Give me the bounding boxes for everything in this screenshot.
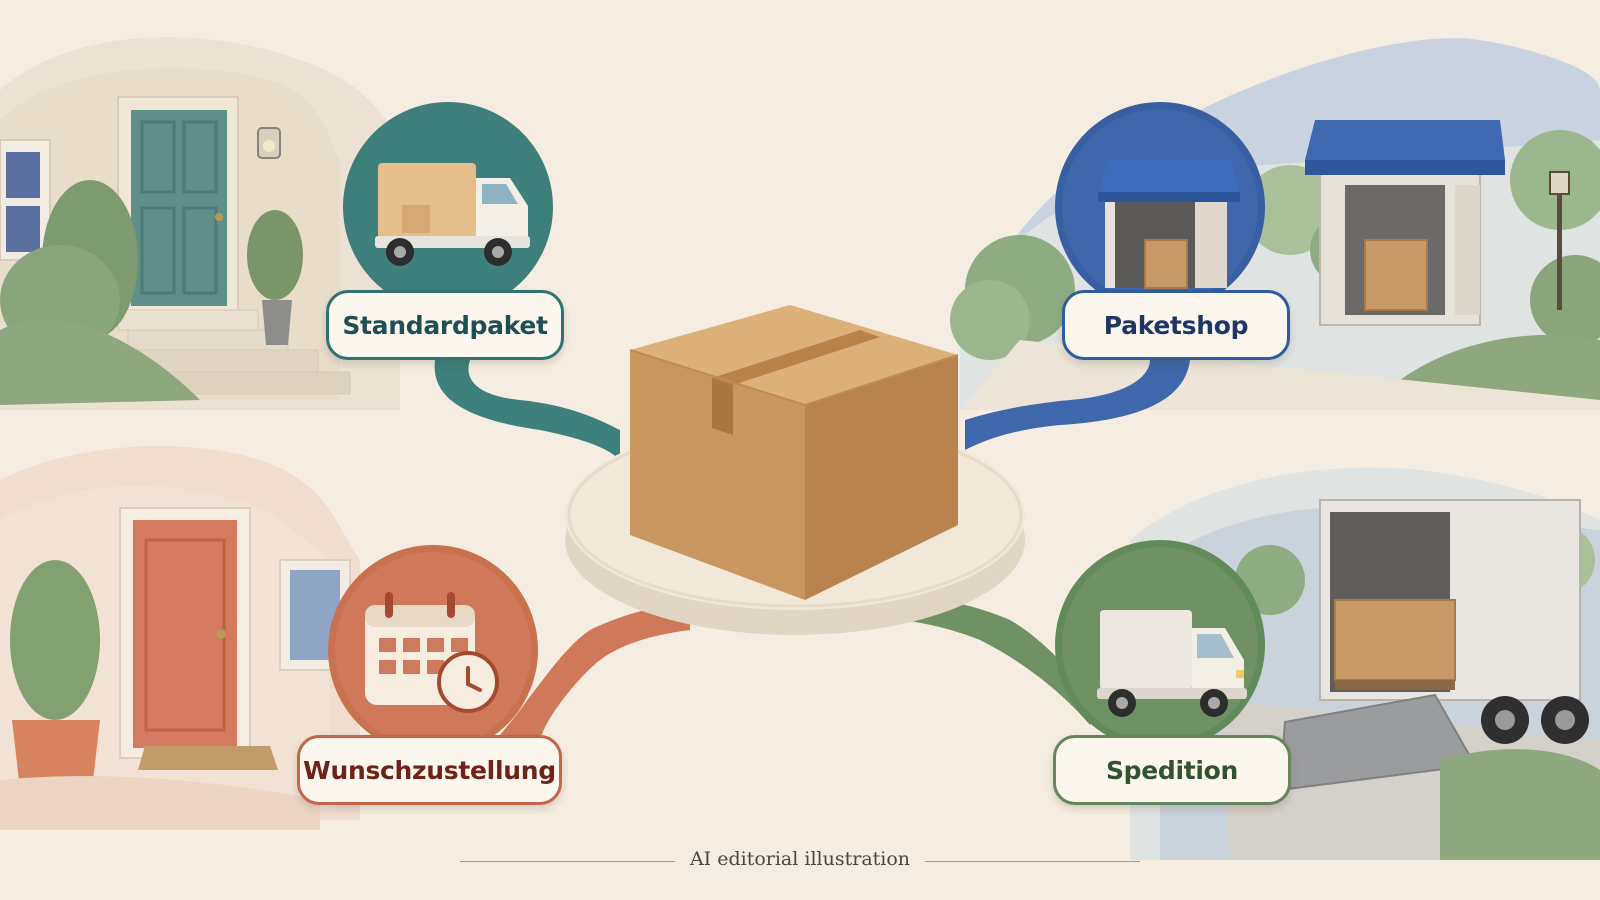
standardpaket-label: Standardpaket bbox=[326, 290, 564, 360]
spedition-node bbox=[1055, 540, 1265, 750]
connector-wunschzustellung bbox=[500, 600, 690, 740]
connector-paketshop bbox=[965, 360, 1190, 450]
house-teal-door-scene bbox=[0, 37, 400, 411]
connector-spedition bbox=[900, 595, 1100, 725]
house-terracotta-door-scene bbox=[0, 446, 360, 830]
paketshop-label: Paketshop bbox=[1062, 290, 1290, 360]
cardboard-box-icon bbox=[629, 305, 959, 600]
wunschzustellung-label: Wunschzustellung bbox=[297, 735, 562, 805]
freight-truck-icon bbox=[1097, 610, 1247, 717]
wunschzustellung-node bbox=[328, 545, 538, 755]
standardpaket-node bbox=[343, 102, 553, 312]
delivery-truck-icon bbox=[375, 163, 530, 266]
caption-divider-right bbox=[925, 861, 1140, 862]
parcel-shop-icon bbox=[1098, 160, 1240, 289]
caption-divider-left bbox=[460, 861, 675, 862]
spedition-label: Spedition bbox=[1053, 735, 1291, 805]
caption: AI editorial illustration bbox=[689, 848, 911, 870]
connector-standardpaket bbox=[434, 360, 620, 460]
calendar-clock-icon bbox=[365, 592, 499, 713]
paketshop-node bbox=[1055, 102, 1265, 312]
